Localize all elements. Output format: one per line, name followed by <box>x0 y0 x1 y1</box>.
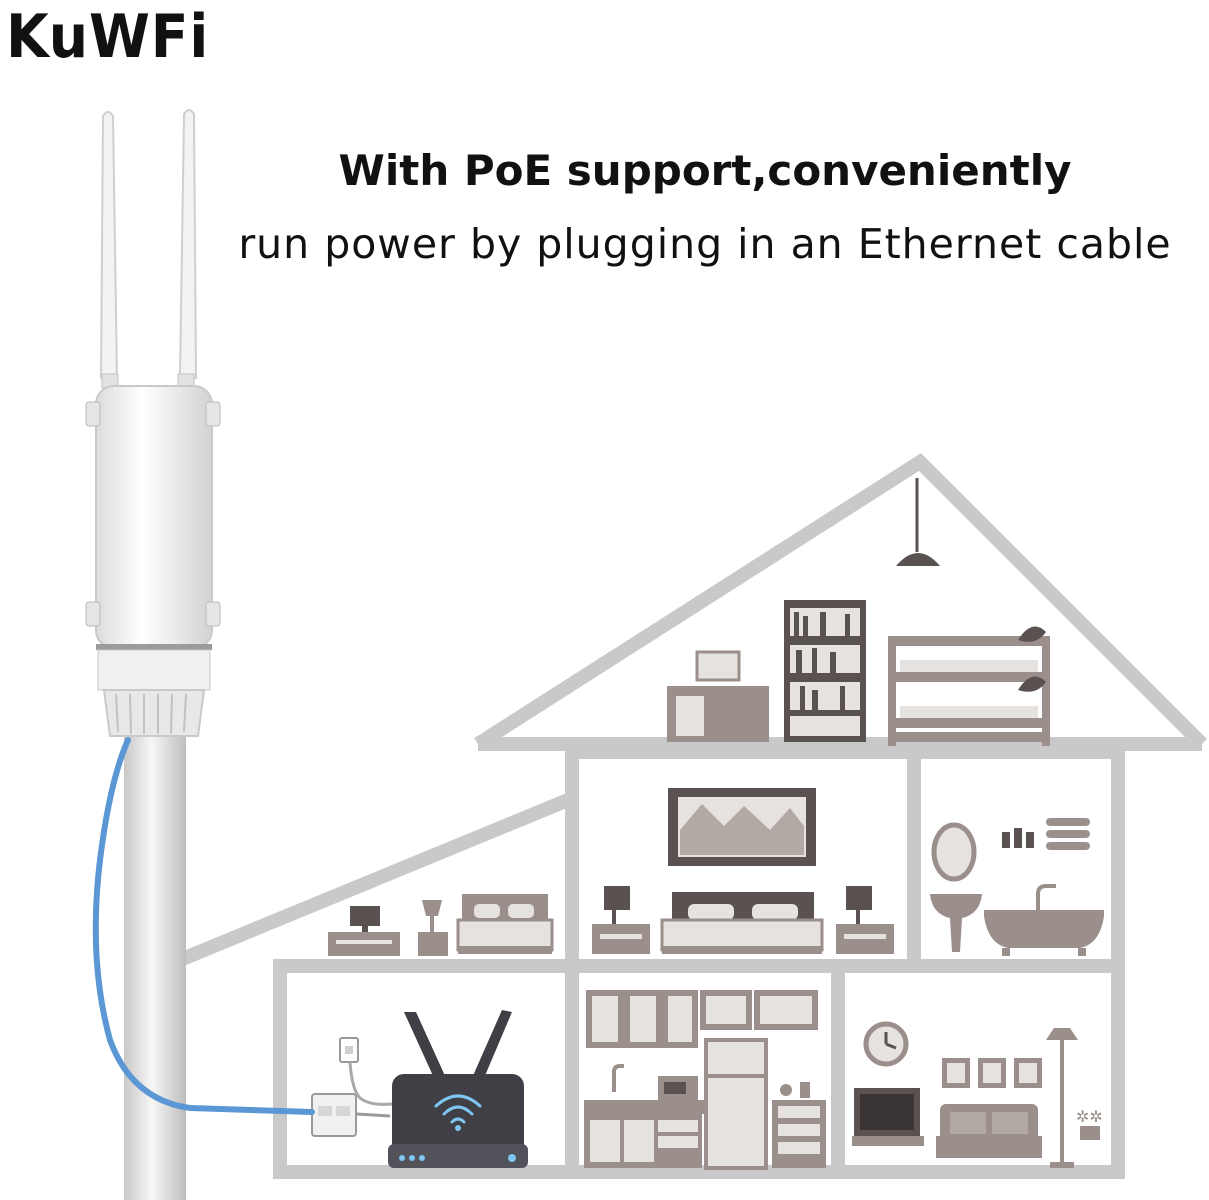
house-main-roof <box>474 453 1207 750</box>
wifi-signal-icon <box>434 1094 482 1124</box>
bedroom <box>592 788 894 954</box>
kitchen <box>584 990 826 1170</box>
mirror-icon <box>931 822 977 882</box>
bathtub-icon <box>984 910 1104 948</box>
sink-icon <box>930 894 982 952</box>
bunk-bed-icon <box>888 636 1050 746</box>
headline-poe-support: With PoE support,conveniently <box>338 146 1072 195</box>
wall-socket-icon <box>339 1037 359 1063</box>
attic-room <box>667 478 1050 746</box>
mounting-pole <box>124 730 186 1200</box>
antenna-left-icon <box>99 111 119 379</box>
tv-small-icon <box>350 906 380 926</box>
outdoor-access-point <box>85 109 221 737</box>
living-room: ✲✲ <box>852 1021 1103 1168</box>
network-room <box>311 1010 528 1168</box>
bathroom <box>930 818 1104 956</box>
brand-logo: KuWFi <box>6 2 210 72</box>
wifi-router-icon <box>388 1010 528 1168</box>
floor-lamp-icon <box>1046 1028 1078 1040</box>
ethernet-cable <box>92 737 315 1115</box>
guest-bedroom <box>328 894 554 956</box>
poe-injector-icon <box>311 1093 357 1137</box>
house-illustration <box>177 453 1207 1179</box>
svg-text:✲✲: ✲✲ <box>1076 1107 1103 1126</box>
ceiling-lamp-icon <box>896 553 940 566</box>
headline-ethernet-power: run power by plugging in an Ethernet cab… <box>238 220 1172 268</box>
house-wing-roof <box>177 793 571 967</box>
antenna-right-icon <box>178 109 198 379</box>
fridge-icon <box>704 1038 768 1170</box>
